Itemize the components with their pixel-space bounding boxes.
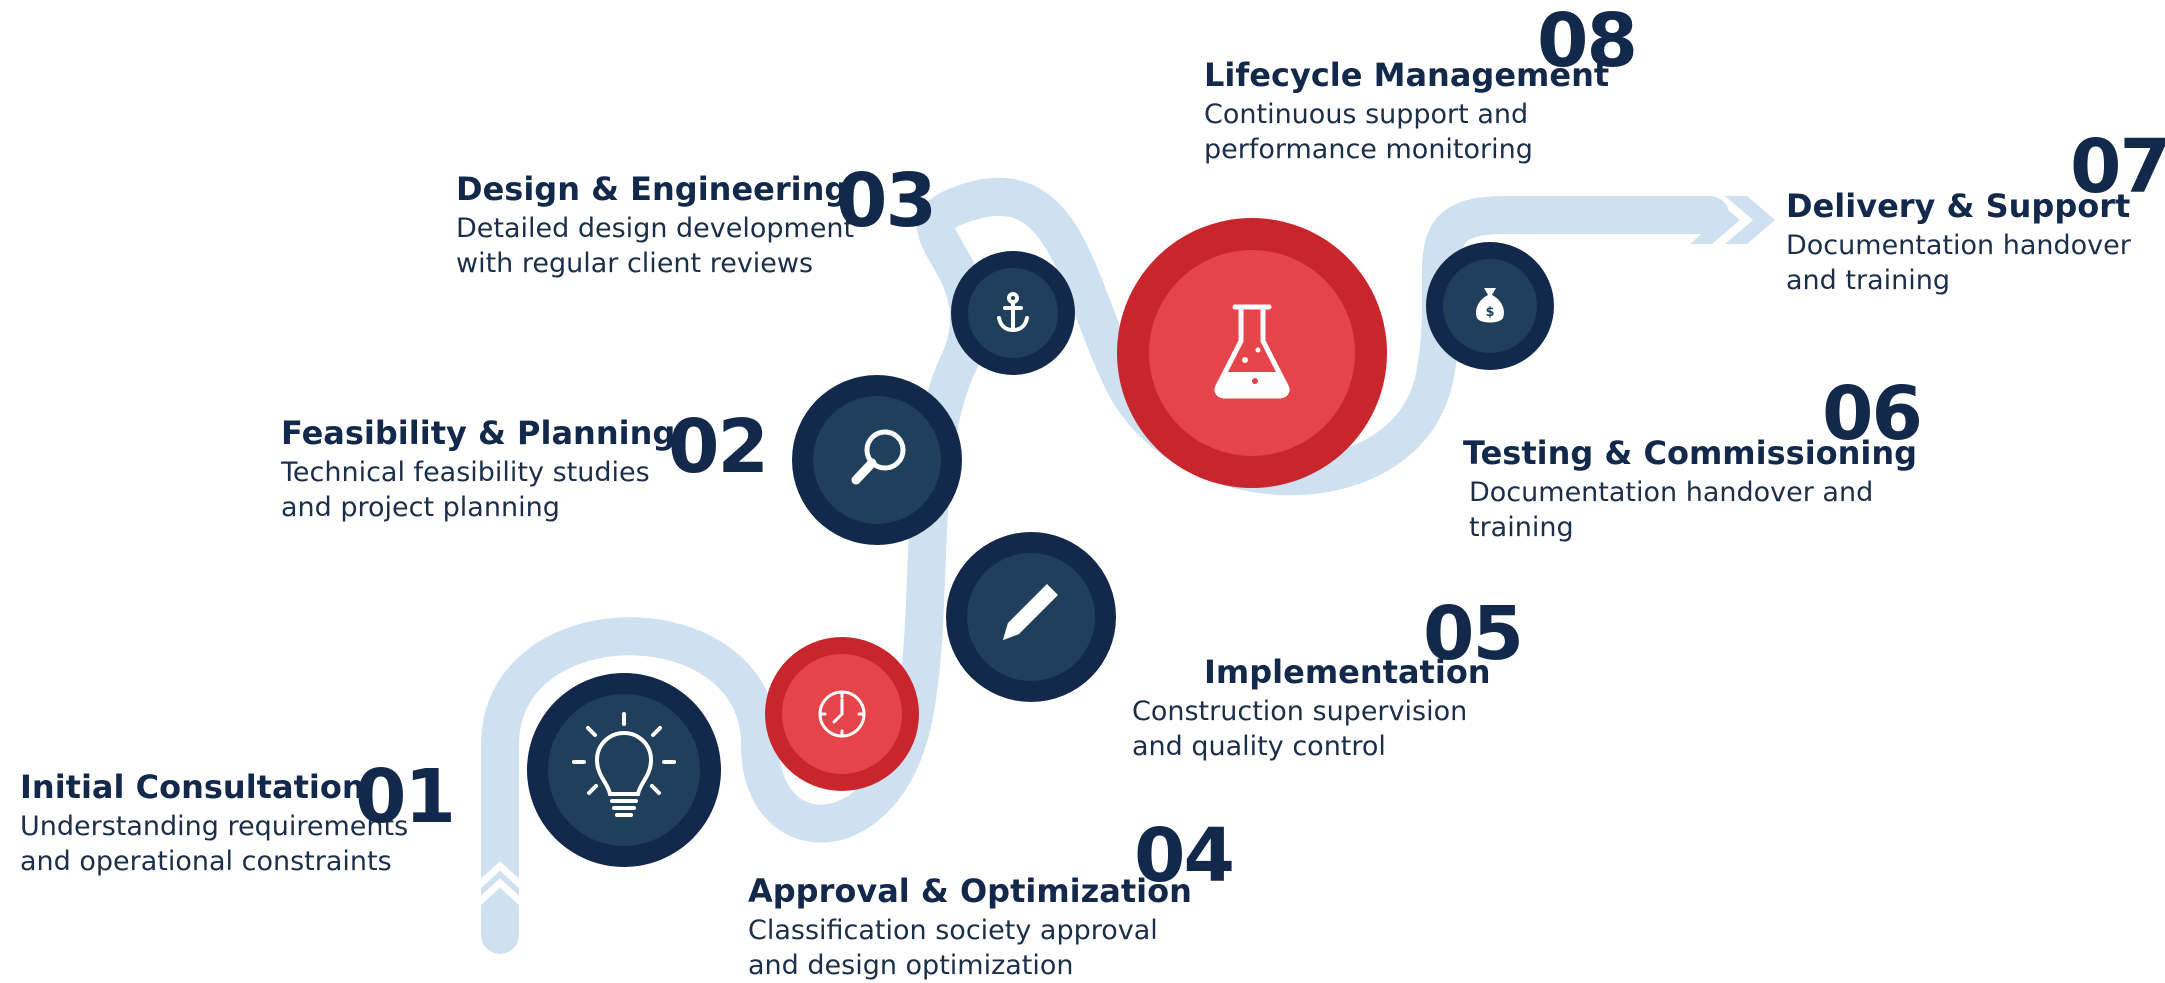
step-01: Initial Consultation Understanding requi…	[20, 767, 408, 879]
step-05: Implementation Construction supervision …	[1132, 652, 1491, 764]
step-4-circle	[765, 637, 919, 791]
step-07: Delivery & Support Documentation handove…	[1786, 186, 2131, 298]
step-number: 05	[1423, 591, 1524, 677]
step-number: 08	[1537, 0, 1638, 84]
step-description: Classification society approval and desi…	[748, 915, 1158, 981]
clock-icon	[818, 690, 866, 738]
step-description: Understanding requirements and operation…	[20, 811, 409, 877]
step-06: Testing & Commissioning Documentation ha…	[1463, 433, 1917, 545]
step-03: Design & Engineering Detailed design dev…	[456, 169, 854, 281]
step-number: 06	[1822, 371, 1923, 457]
step-1-circle	[527, 673, 721, 867]
step-title: Approval & Optimization	[748, 872, 1192, 910]
flask-icon	[1214, 304, 1290, 399]
lightbulb-icon	[572, 712, 676, 817]
step-04: Approval & Optimization Classification s…	[748, 871, 1192, 983]
step-title: Delivery & Support	[1786, 187, 2131, 225]
step-description: Continuous support and performance monit…	[1204, 99, 1533, 165]
step-description: Documentation handover and training	[1469, 477, 1874, 543]
step-description: Construction supervision and quality con…	[1132, 696, 1468, 762]
pencil-icon	[1003, 584, 1058, 640]
start-chevron-icon	[473, 861, 527, 908]
step-title: Testing & Commissioning	[1463, 434, 1918, 472]
step-5-circle	[946, 532, 1116, 702]
step-7-circle: $	[1426, 242, 1554, 370]
step-title: Feasibility & Planning	[281, 414, 676, 452]
step-2-circle	[792, 375, 962, 545]
end-arrow-icon	[1690, 196, 1775, 244]
step-title: Design & Engineering	[456, 170, 848, 208]
step-title: Implementation	[1204, 653, 1491, 691]
roadmap-path	[481, 177, 1729, 954]
magnifier-icon	[851, 429, 906, 485]
svg-text:$: $	[1485, 305, 1494, 320]
step-description: Technical feasibility studies and projec…	[281, 457, 650, 523]
step-number: 07	[2070, 124, 2165, 210]
step-number: 04	[1134, 813, 1235, 899]
step-6-circle	[1117, 218, 1387, 488]
step-08: Lifecycle Management Continuous support …	[1204, 55, 1609, 167]
step-02: Feasibility & Planning Technical feasibi…	[281, 413, 675, 525]
money-bag-icon: $	[1476, 288, 1504, 323]
step-number: 02	[668, 404, 769, 490]
step-description: Detailed design development with regular…	[456, 213, 855, 279]
step-description: Documentation handover and training	[1786, 230, 2131, 296]
step-title: Initial Consultation	[20, 768, 365, 806]
step-number: 01	[355, 754, 456, 840]
step-title: Lifecycle Management	[1204, 56, 1610, 94]
step-3-circle	[951, 251, 1075, 375]
anchor-icon	[997, 292, 1029, 333]
step-number: 03	[836, 158, 937, 244]
